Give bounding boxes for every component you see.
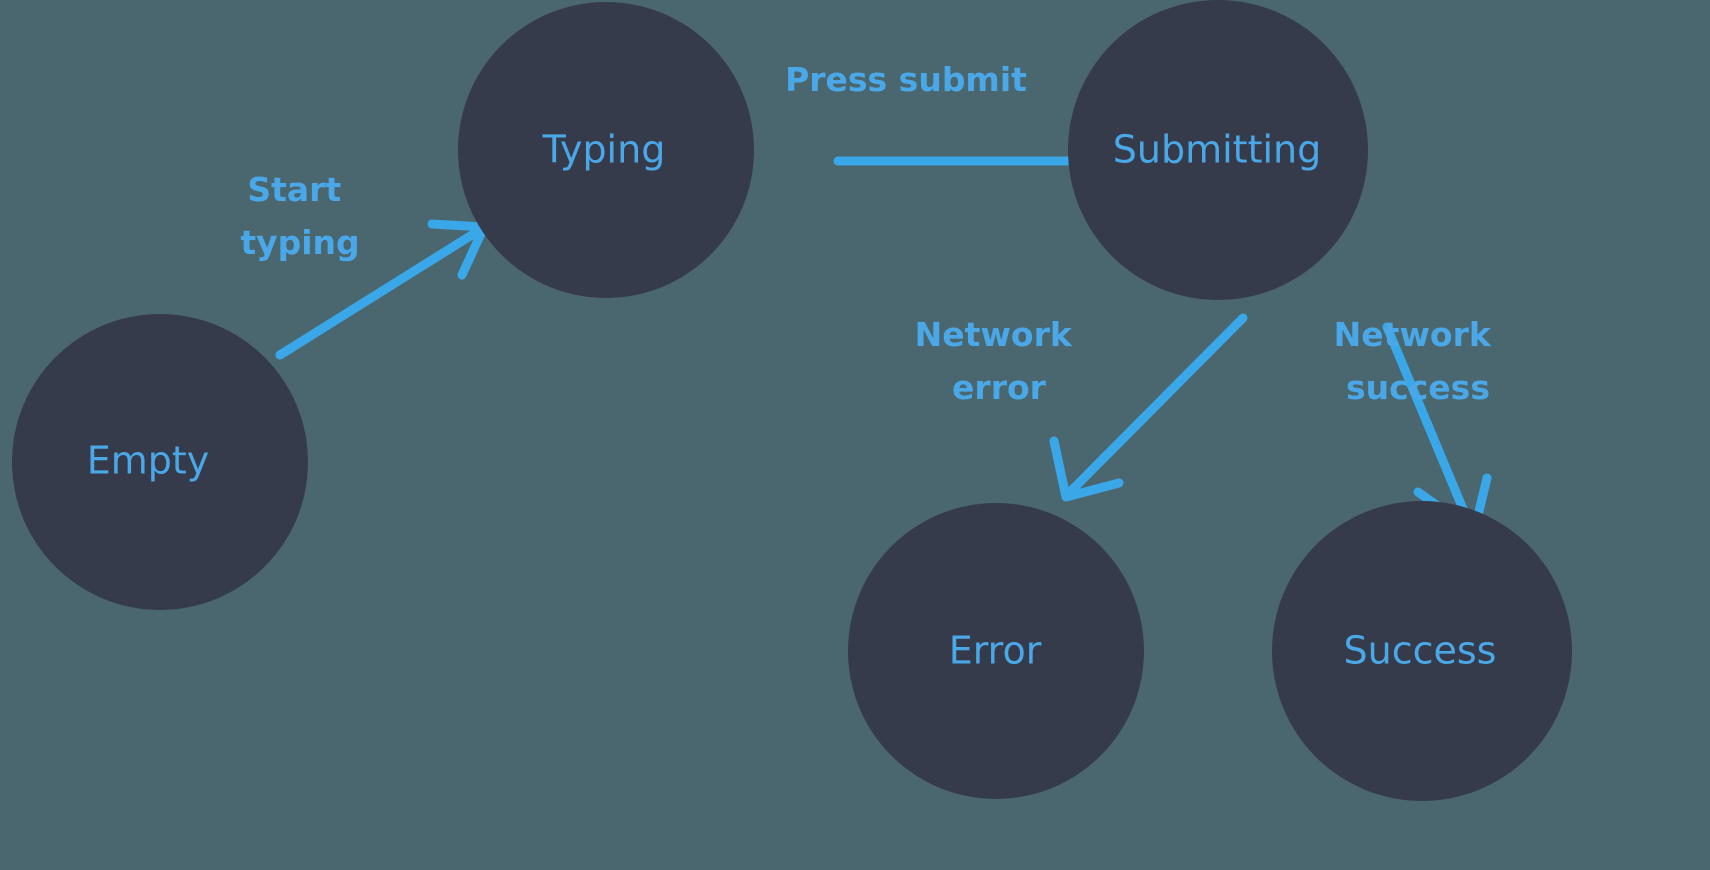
node-typing-circle[interactable]	[458, 2, 754, 298]
edge-label-network-success-line1: Network	[1334, 315, 1492, 354]
edge-label-network-success: Network success	[1334, 315, 1503, 407]
arrowhead-network-error	[1049, 436, 1124, 502]
edge-label-network-error-line2: error	[952, 368, 1047, 407]
node-error-circle[interactable]	[848, 503, 1144, 799]
edge-line-network-error	[1064, 313, 1248, 498]
node-success-circle[interactable]	[1272, 501, 1572, 801]
node-empty-label: Empty	[87, 439, 210, 483]
edge-submitting-to-success: Network success	[1334, 315, 1503, 537]
node-typing-label: Typing	[542, 128, 666, 172]
node-submitting-label: Submitting	[1113, 128, 1321, 172]
edge-label-start-typing-line1: Start	[247, 170, 341, 209]
node-error-label: Error	[949, 629, 1042, 673]
edge-line-network-success	[1382, 322, 1476, 533]
node-submitting[interactable]: Submitting	[1068, 0, 1368, 300]
edge-label-start-typing: Start typing	[240, 170, 359, 262]
node-success-label: Success	[1344, 629, 1497, 673]
edge-label-network-error: Network error	[915, 315, 1084, 407]
edge-label-press-submit: Press submit	[785, 60, 1027, 99]
node-empty[interactable]: Empty	[12, 314, 308, 610]
node-error[interactable]: Error	[848, 503, 1144, 799]
node-success[interactable]: Success	[1272, 501, 1572, 801]
edge-label-network-success-line2: success	[1346, 368, 1490, 407]
node-submitting-circle[interactable]	[1068, 0, 1368, 300]
edge-label-press-submit-line1: Press submit	[785, 60, 1027, 99]
edge-label-network-error-line1: Network	[915, 315, 1073, 354]
node-empty-circle[interactable]	[12, 314, 308, 610]
edge-line-start-typing	[275, 223, 488, 360]
node-typing[interactable]: Typing	[458, 2, 754, 298]
edge-label-start-typing-line2: typing	[240, 223, 359, 262]
edge-typing-to-submitting: Press submit	[785, 60, 1150, 199]
edge-empty-to-typing: Start typing	[240, 170, 489, 360]
edge-submitting-to-error: Network error	[915, 313, 1248, 502]
